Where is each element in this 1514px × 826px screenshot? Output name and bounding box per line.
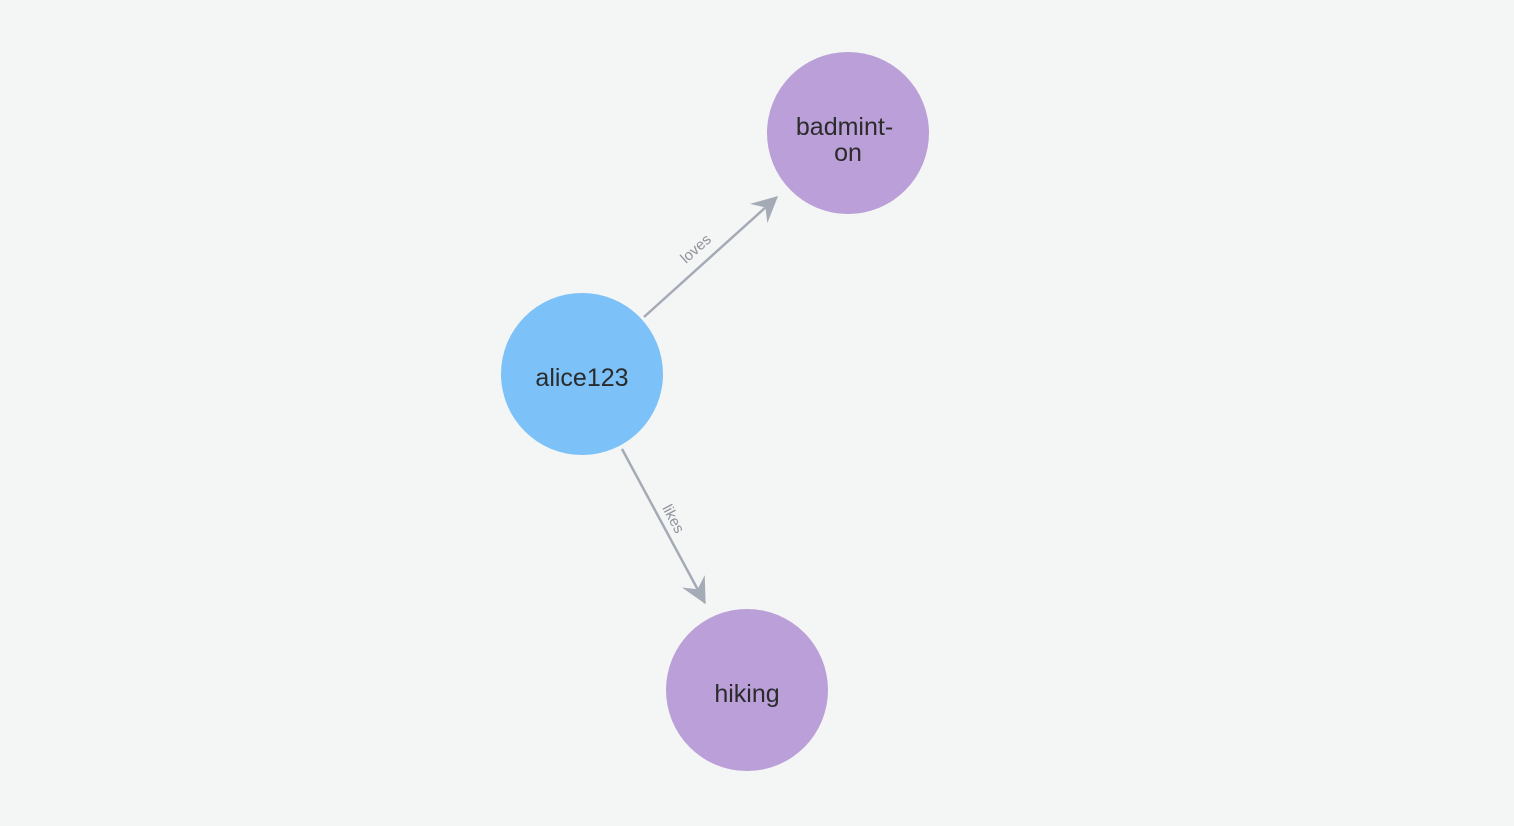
- node-alice123-circle[interactable]: [501, 293, 663, 455]
- node-badminton[interactable]: badmint- on: [767, 52, 929, 214]
- node-badminton-circle[interactable]: [767, 52, 929, 214]
- edge-likes-line[interactable]: [620, 448, 707, 605]
- node-alice123[interactable]: alice123: [501, 293, 663, 455]
- node-hiking-circle[interactable]: [666, 609, 828, 771]
- node-hiking[interactable]: hiking: [666, 609, 828, 771]
- edge-loves-line[interactable]: [643, 196, 778, 318]
